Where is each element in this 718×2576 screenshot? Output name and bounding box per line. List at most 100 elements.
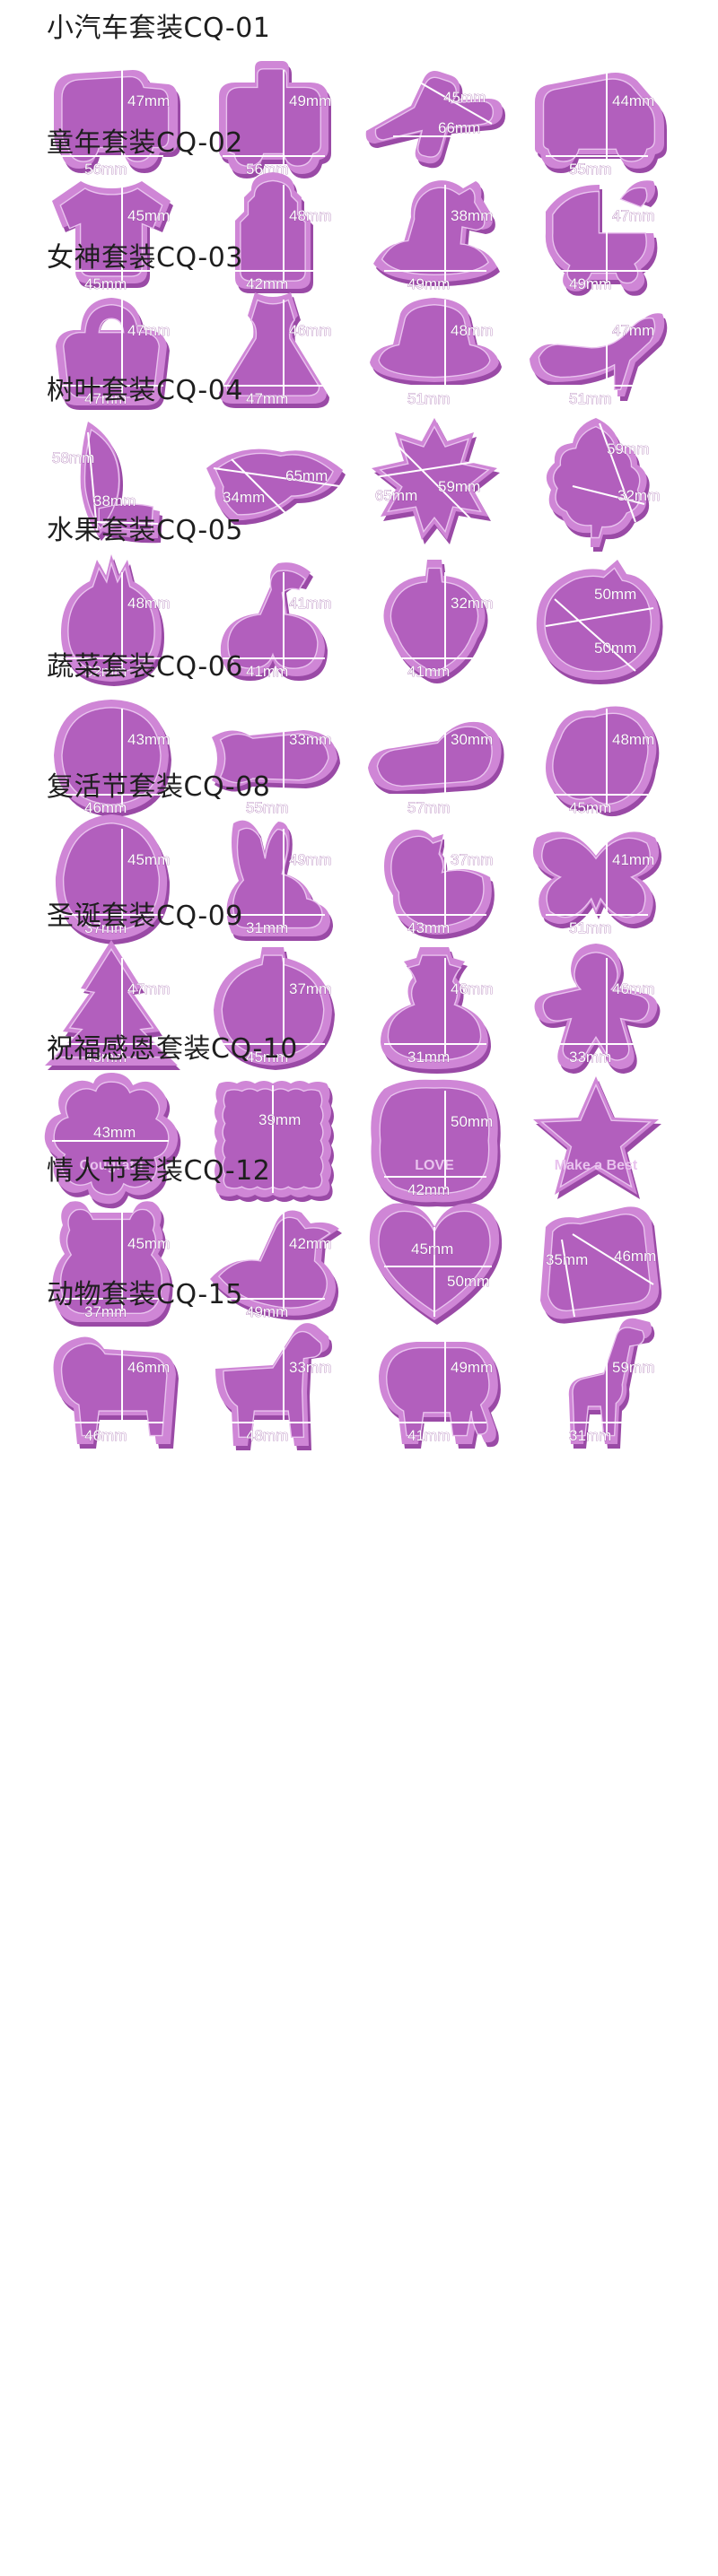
set-title: 童年套装CQ-02: [47, 127, 243, 159]
measure-line: [572, 485, 645, 505]
cutter-drawing: 45mm 50mm: [369, 1203, 503, 1325]
set-title: 动物套装CQ-15: [47, 1279, 243, 1310]
dimension-label: 41mm: [246, 663, 288, 680]
dimension-label: 46mm: [127, 1359, 170, 1376]
square-stamp-cutter-icon: 39mm: [196, 1064, 350, 1213]
dimension-label: 49mm: [569, 275, 611, 292]
dimension-label: 48mm: [246, 1427, 288, 1444]
dimension-label: 38mm: [451, 207, 493, 224]
cutter-stamp-face: [552, 425, 641, 539]
cutter-drawing: 47mm 43mm: [45, 940, 180, 1070]
dimension-label: 47mm: [127, 980, 170, 997]
dimension-label: 39mm: [258, 1111, 301, 1128]
cutter-stamp-face: [215, 452, 334, 516]
dimension-label: 33mm: [289, 1359, 331, 1376]
dimension-label: 42mm: [407, 1181, 450, 1198]
dimension-label: 50mm: [447, 1273, 489, 1290]
set-title: 情人节套装CQ-12: [47, 1155, 271, 1187]
cutter-stamp-face: [59, 1208, 163, 1315]
cutter-stamp-face: [221, 954, 325, 1058]
dimension-label: 33mm: [289, 731, 331, 748]
cutter-stamp-face: [60, 1343, 168, 1437]
dimension-label: 49mm: [246, 1303, 288, 1320]
cutter-stamp-face: [378, 304, 491, 379]
set-title: 水果套装CQ-05: [47, 515, 243, 546]
cutter-stamp-face: [61, 75, 170, 162]
cutter-stamp-face: [374, 76, 495, 158]
dimension-label: 41mm: [407, 1427, 450, 1444]
dimension-label: 41mm: [612, 851, 654, 868]
measure-line: [87, 431, 98, 532]
cutter-stamp-face: [52, 947, 171, 1058]
cutter-stamp-face: [217, 1216, 331, 1309]
dimension-label: 43mm: [93, 1124, 136, 1141]
measure-line: [561, 1239, 575, 1318]
measure-line: [392, 440, 484, 532]
dimension-label: 45mm: [246, 1049, 288, 1066]
dimension-label: 43mm: [407, 919, 450, 936]
cutter-stamp-face: [539, 1083, 652, 1188]
dimension-label: 50mm: [451, 1113, 493, 1130]
dimension-label: 47mm: [127, 92, 170, 109]
dimension-label: 41mm: [407, 663, 450, 680]
cutter-stamp-face: [538, 317, 656, 390]
cutter-stamp-face: [381, 187, 490, 275]
dimension-label: 45mm: [411, 1240, 453, 1258]
cutter-stamp-face: [552, 187, 648, 284]
cutter-stamp-face: [379, 1087, 490, 1195]
envelope-heart-cutter-icon: 35mm 46mm: [519, 1186, 673, 1335]
cutter-stamp-face: [232, 827, 323, 929]
dimension-label: 42mm: [246, 275, 288, 292]
christmas-tree-cutter-icon: 47mm 43mm: [34, 931, 188, 1080]
dimension-label: 35mm: [546, 1251, 588, 1268]
cutter-stamp-face: [552, 712, 649, 805]
cutter-stamp-face: [544, 567, 652, 673]
dimension-label: 44mm: [612, 92, 654, 109]
dimension-label: 50mm: [594, 586, 636, 603]
dimension-label: 37mm: [451, 851, 493, 868]
chick-cutter-icon: 37mm 43mm: [357, 802, 512, 951]
cutter-stamp-face: [219, 733, 329, 784]
dimension-label: 48mm: [451, 322, 493, 339]
dimension-label: 46mm: [614, 1248, 656, 1265]
measure-line: [599, 422, 636, 523]
measure-line: [213, 467, 340, 487]
dimension-label: 55mm: [246, 799, 288, 816]
cutter-stamp-face: [223, 1330, 322, 1439]
dimension-label: 30mm: [451, 731, 493, 748]
dimension-label: 51mm: [569, 919, 611, 936]
zebra-cutter-icon: 33mm 48mm: [196, 1310, 350, 1458]
dimension-label: 46mm: [84, 799, 127, 816]
dimension-label: 32mm: [84, 663, 127, 680]
cutter-drawing: Make a Best: [533, 1076, 661, 1199]
dimension-label: 43mm: [84, 1049, 127, 1066]
dimension-label: 45mm: [443, 89, 486, 106]
dimension-label: 56mm: [84, 161, 127, 178]
